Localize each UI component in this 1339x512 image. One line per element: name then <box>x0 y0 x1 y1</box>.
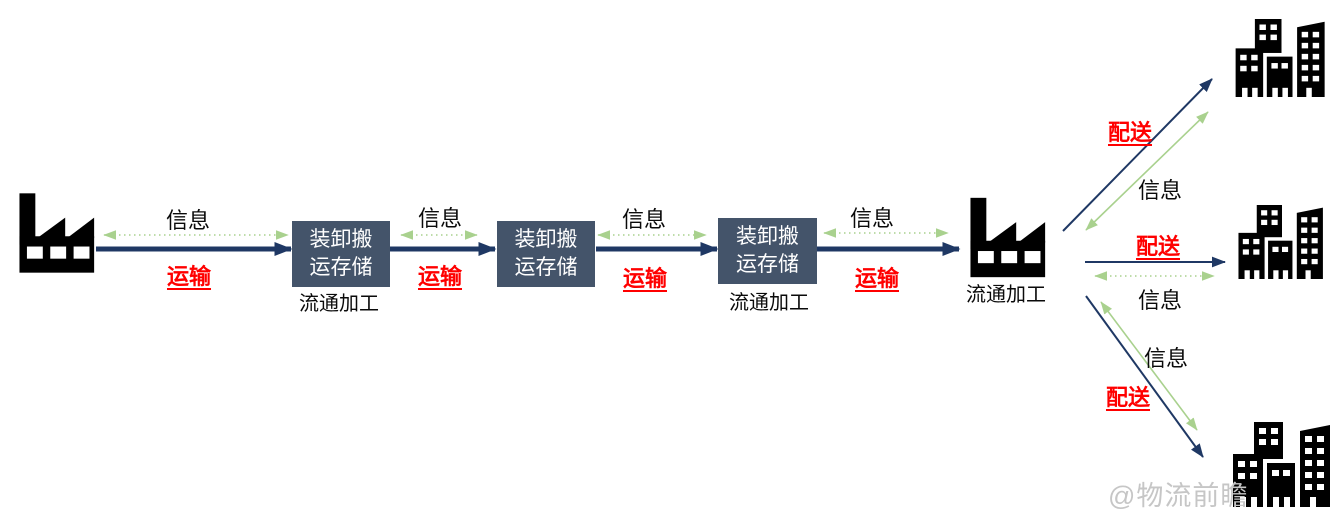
box-label-line1: 装卸搬 <box>514 228 578 251</box>
processing-caption-box-3: 流通加工 <box>729 292 809 314</box>
delivery-arrow-branch-1 <box>1062 78 1213 232</box>
info-label-segment-3: 信息 <box>621 207 667 232</box>
info-label-segment-4: 信息 <box>849 206 895 231</box>
watermark: @物流前瞻 <box>1108 481 1249 511</box>
info-label-segment-2: 信息 <box>417 206 463 231</box>
transport-label-segment-2: 运输 <box>417 264 463 289</box>
city-buildings-icon <box>1238 205 1323 279</box>
transport-label-segment-1: 运输 <box>166 264 212 289</box>
transport-label-segment-4: 运输 <box>854 266 900 291</box>
handling-storage-box-3: 装卸搬 运存储 <box>718 218 817 284</box>
handling-storage-box-2: 装卸搬 运存储 <box>497 221 595 287</box>
processing-caption-factory-right: 流通加工 <box>966 284 1046 306</box>
box-label-line2: 运存储 <box>514 256 578 279</box>
factory-icon <box>19 193 95 273</box>
delivery-arrow-branch-3 <box>1085 295 1204 458</box>
delivery-label-branch-3: 配送 <box>1105 385 1151 410</box>
info-label-branch-3: 信息 <box>1143 346 1189 371</box>
city-buildings-icon <box>1233 422 1330 507</box>
info-label-branch-2: 信息 <box>1137 288 1183 313</box>
box-label-line2: 运存储 <box>309 256 373 279</box>
box-label-line2: 运存储 <box>736 253 799 276</box>
handling-storage-box-1: 装卸搬 运存储 <box>292 221 390 287</box>
info-label-branch-1: 信息 <box>1137 178 1183 203</box>
processing-caption-box-1: 流通加工 <box>299 293 379 315</box>
delivery-label-branch-1: 配送 <box>1107 120 1153 145</box>
box-label-line1: 装卸搬 <box>736 225 799 248</box>
factory-icon <box>970 197 1046 278</box>
info-label-segment-1: 信息 <box>165 208 211 233</box>
delivery-label-branch-2: 配送 <box>1135 234 1181 259</box>
box-label-line1: 装卸搬 <box>309 228 373 251</box>
transport-label-segment-3: 运输 <box>622 266 668 291</box>
city-buildings-icon <box>1235 19 1325 97</box>
